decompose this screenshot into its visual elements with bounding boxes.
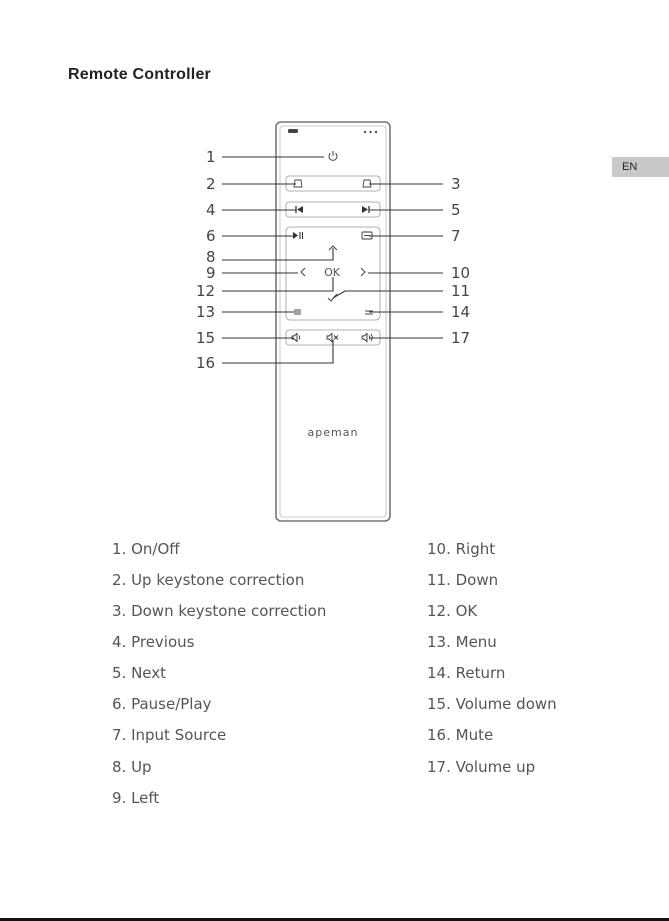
callout-number: 7 — [451, 227, 461, 245]
legend-item: 4. Previous — [112, 633, 194, 651]
legend-item: 12. OK — [427, 602, 477, 620]
legend-item: 15. Volume down — [427, 695, 557, 713]
status-dot — [375, 131, 377, 133]
legend-item: 10. Right — [427, 540, 495, 558]
callout-number: 15 — [196, 329, 215, 347]
callout-number: 6 — [206, 227, 216, 245]
legend-item: 7. Input Source — [112, 726, 226, 744]
status-dot — [364, 131, 366, 133]
callout-number: 17 — [451, 329, 470, 347]
callout-number: 1 — [206, 148, 216, 166]
legend-item: 3. Down keystone correction — [112, 602, 326, 620]
callout-number: 12 — [196, 282, 215, 300]
legend-item: 9. Left — [112, 789, 159, 807]
ir-indicator — [288, 129, 298, 133]
callout-number: 11 — [451, 282, 470, 300]
callout-number: 14 — [451, 303, 470, 321]
callout-number: 5 — [451, 201, 461, 219]
callout-number: 10 — [451, 264, 470, 282]
legend-item: 16. Mute — [427, 726, 493, 744]
ok-button[interactable]: OK — [324, 266, 341, 279]
legend-item: 17. Volume up — [427, 758, 535, 776]
callout-number: 16 — [196, 354, 215, 372]
legend-item: 11. Down — [427, 571, 498, 589]
brand-logo: apeman — [308, 426, 359, 439]
callout-number: 9 — [206, 264, 216, 282]
remote-body — [276, 122, 390, 521]
status-dot — [369, 131, 371, 133]
legend-item: 14. Return — [427, 664, 505, 682]
legend-item: 8. Up — [112, 758, 152, 776]
callout-number: 3 — [451, 175, 461, 193]
callout-number: 13 — [196, 303, 215, 321]
legend-item: 13. Menu — [427, 633, 497, 651]
callout-number: 2 — [206, 175, 216, 193]
legend-item: 2. Up keystone correction — [112, 571, 304, 589]
legend-item: 1. On/Off — [112, 540, 180, 558]
legend-item: 6. Pause/Play — [112, 695, 212, 713]
legend-item: 5. Next — [112, 664, 166, 682]
callout-number: 4 — [206, 201, 216, 219]
